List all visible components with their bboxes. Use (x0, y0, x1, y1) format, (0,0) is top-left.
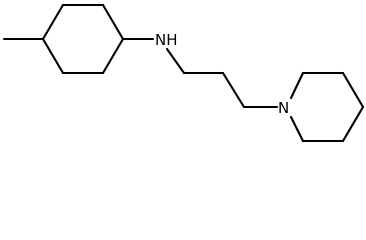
ring-bond (41, 37, 65, 75)
cyclohexane-ring (41, 3, 125, 75)
amine-nitrogen-label: NH (155, 31, 178, 49)
ring-bond (101, 37, 125, 75)
ring-bond (101, 3, 125, 41)
chain-bond (221, 71, 246, 109)
ring-bond (289, 115, 305, 143)
molecule-structure: NH N (2, 3, 365, 143)
amine-n-symbol: N (155, 31, 166, 49)
ring-bond (41, 3, 65, 41)
propyl-chain (165, 47, 279, 109)
amine-h-symbol: H (166, 31, 177, 49)
piperidine-nitrogen-label: N (278, 99, 289, 117)
ring-bond (341, 71, 365, 109)
structure-canvas: NH N (2, 3, 365, 143)
ring-bond (341, 105, 365, 143)
chain-bond (165, 47, 186, 75)
ring-bond (289, 71, 305, 100)
piperidine-ring (289, 71, 365, 143)
